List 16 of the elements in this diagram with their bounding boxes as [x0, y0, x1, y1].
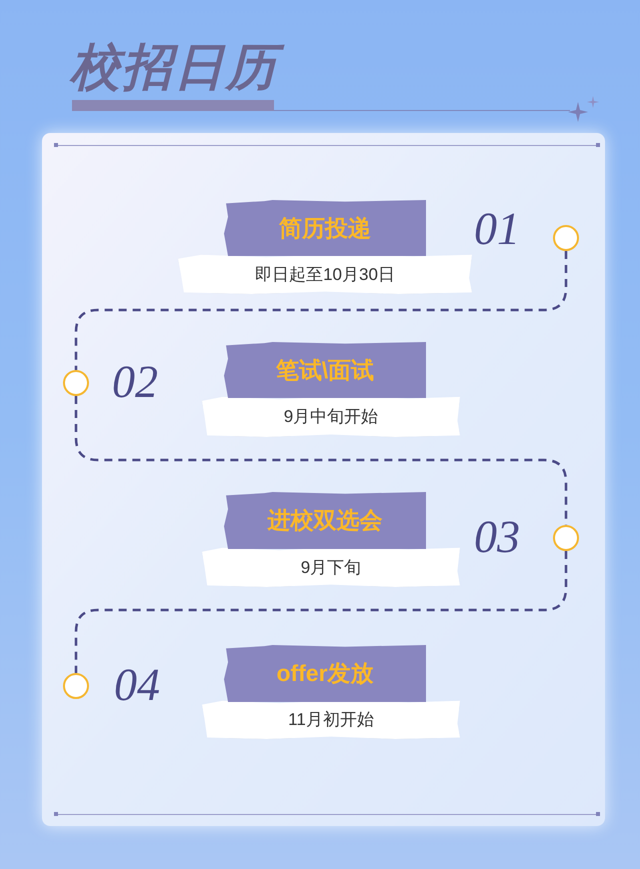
- date-strip: 11月初开始: [202, 700, 460, 739]
- step-number: 01: [474, 206, 521, 252]
- step-number: 02: [112, 359, 159, 405]
- dashed-connector: [74, 396, 568, 525]
- step-tag: 进校双选会: [224, 492, 426, 549]
- step-tag: 笔试\面试: [224, 342, 426, 398]
- date-strip: 9月中旬开始: [202, 396, 460, 437]
- step-tag: offer发放: [224, 645, 426, 702]
- date-strip: 即日起至10月30日: [178, 254, 472, 294]
- step-tag: 简历投递: [224, 200, 426, 256]
- step-number: 04: [114, 662, 161, 708]
- dashed-connector: [74, 251, 568, 370]
- title: 校招日历: [68, 40, 290, 95]
- date-strip: 9月下旬: [202, 547, 460, 587]
- dashed-connector: [74, 551, 568, 673]
- step-number: 03: [474, 514, 521, 560]
